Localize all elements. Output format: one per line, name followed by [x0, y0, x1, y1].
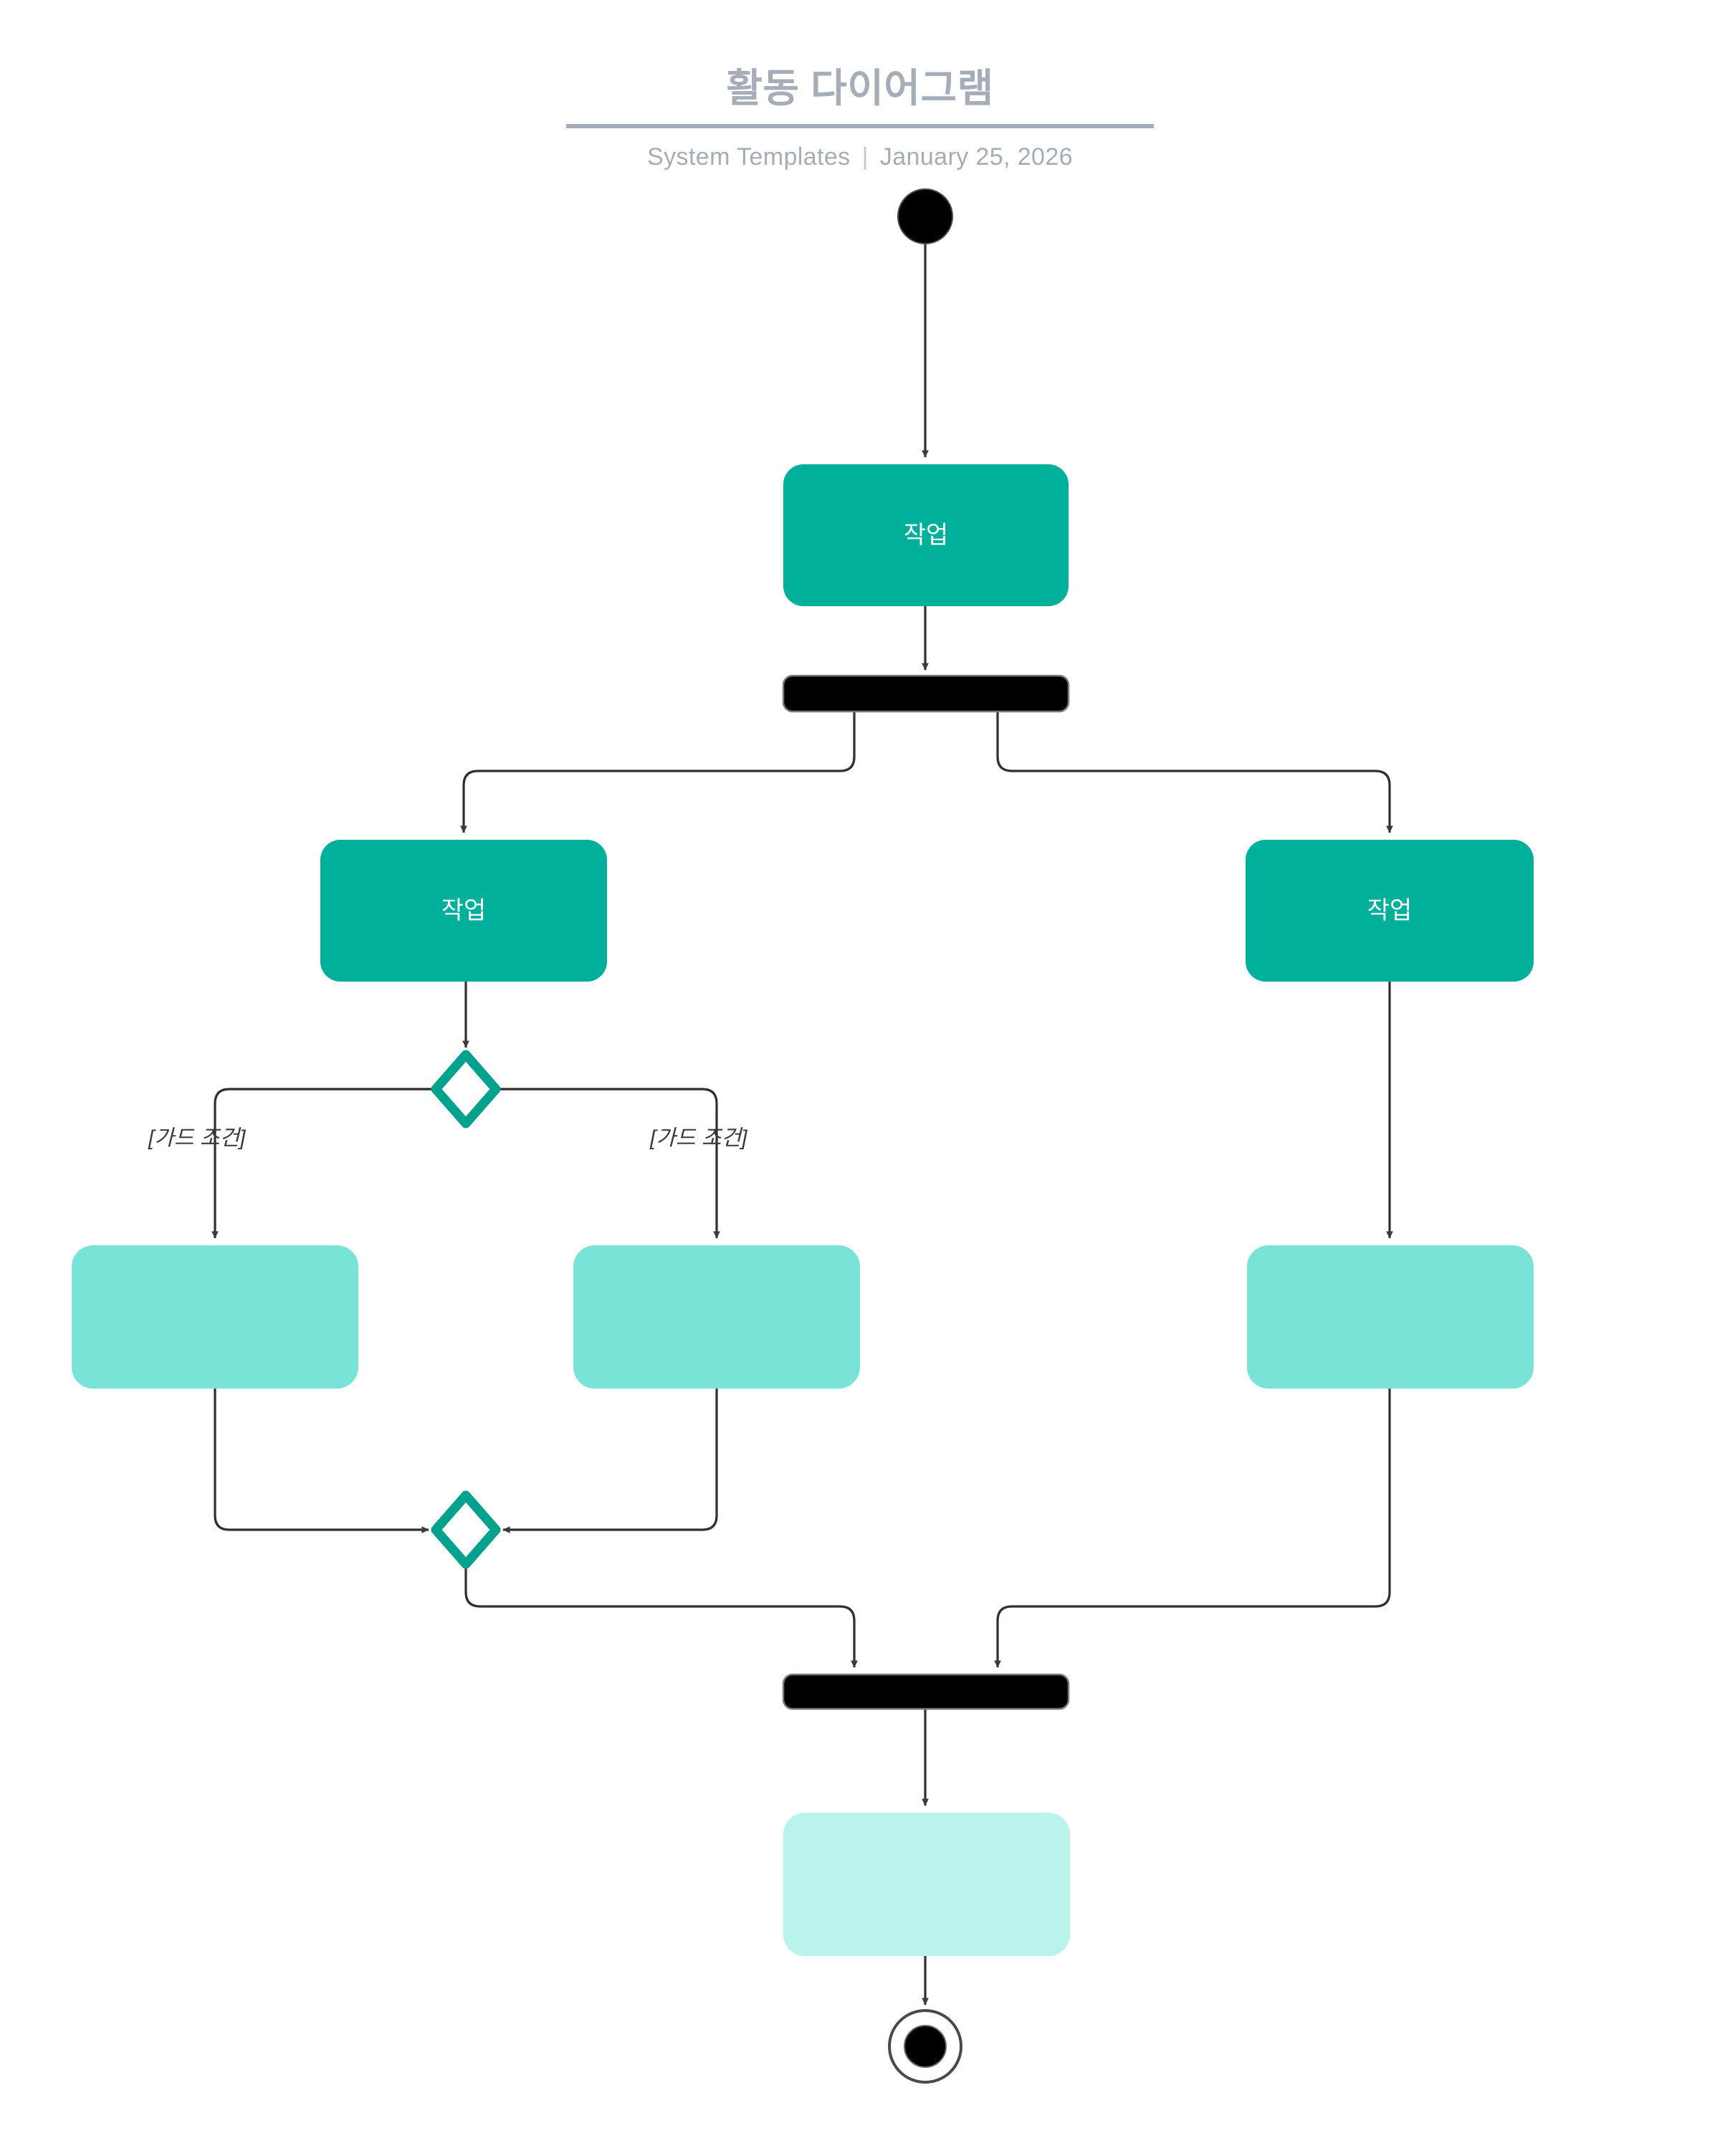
edge-decision-to-action-4 [211, 1088, 436, 1239]
subtitle-date: January 25, 2026 [879, 143, 1073, 171]
guard-label-right: [가드 조건] [649, 1126, 747, 1150]
decision-node[interactable] [431, 1050, 501, 1129]
action-node-3-label: 작업 [1367, 897, 1413, 924]
action-node-5[interactable] [573, 1245, 860, 1389]
edge-merge-to-join [464, 1564, 858, 1668]
action-node-7[interactable] [783, 1813, 1070, 1956]
edge-action-4-to-merge [214, 1389, 429, 1533]
edge-fork-to-action-3 [996, 712, 1393, 833]
action-node-2-label: 작업 [441, 897, 487, 924]
action-node-6[interactable] [1247, 1245, 1534, 1389]
subtitle-separator: | [861, 143, 869, 171]
fork-node[interactable] [782, 674, 1070, 713]
edge-fork-to-action-2 [460, 712, 856, 833]
edge-action-5-to-merge [502, 1389, 718, 1533]
page-title: 활동 다이어그램 [566, 69, 1154, 128]
subtitle-source: System Templates [647, 143, 851, 171]
action-node-3[interactable]: 작업 [1246, 840, 1534, 982]
merge-node[interactable] [431, 1490, 501, 1569]
page-subtitle: System Templates | January 25, 2026 [0, 143, 1720, 171]
edge-action-6-to-join [994, 1389, 1391, 1668]
initial-node[interactable] [897, 188, 953, 244]
action-node-4[interactable] [72, 1245, 358, 1389]
edge-decision-to-action-5 [496, 1088, 720, 1239]
guard-label-left: [가드 조건] [148, 1126, 246, 1150]
page-header: 활동 다이어그램 System Templates | January 25, 20… [0, 69, 1720, 171]
final-node[interactable] [888, 2009, 962, 2084]
action-node-2[interactable]: 작업 [320, 840, 607, 982]
join-node[interactable] [782, 1673, 1070, 1710]
action-node-1[interactable]: 작업 [783, 464, 1069, 606]
action-node-1-label: 작업 [904, 522, 949, 549]
